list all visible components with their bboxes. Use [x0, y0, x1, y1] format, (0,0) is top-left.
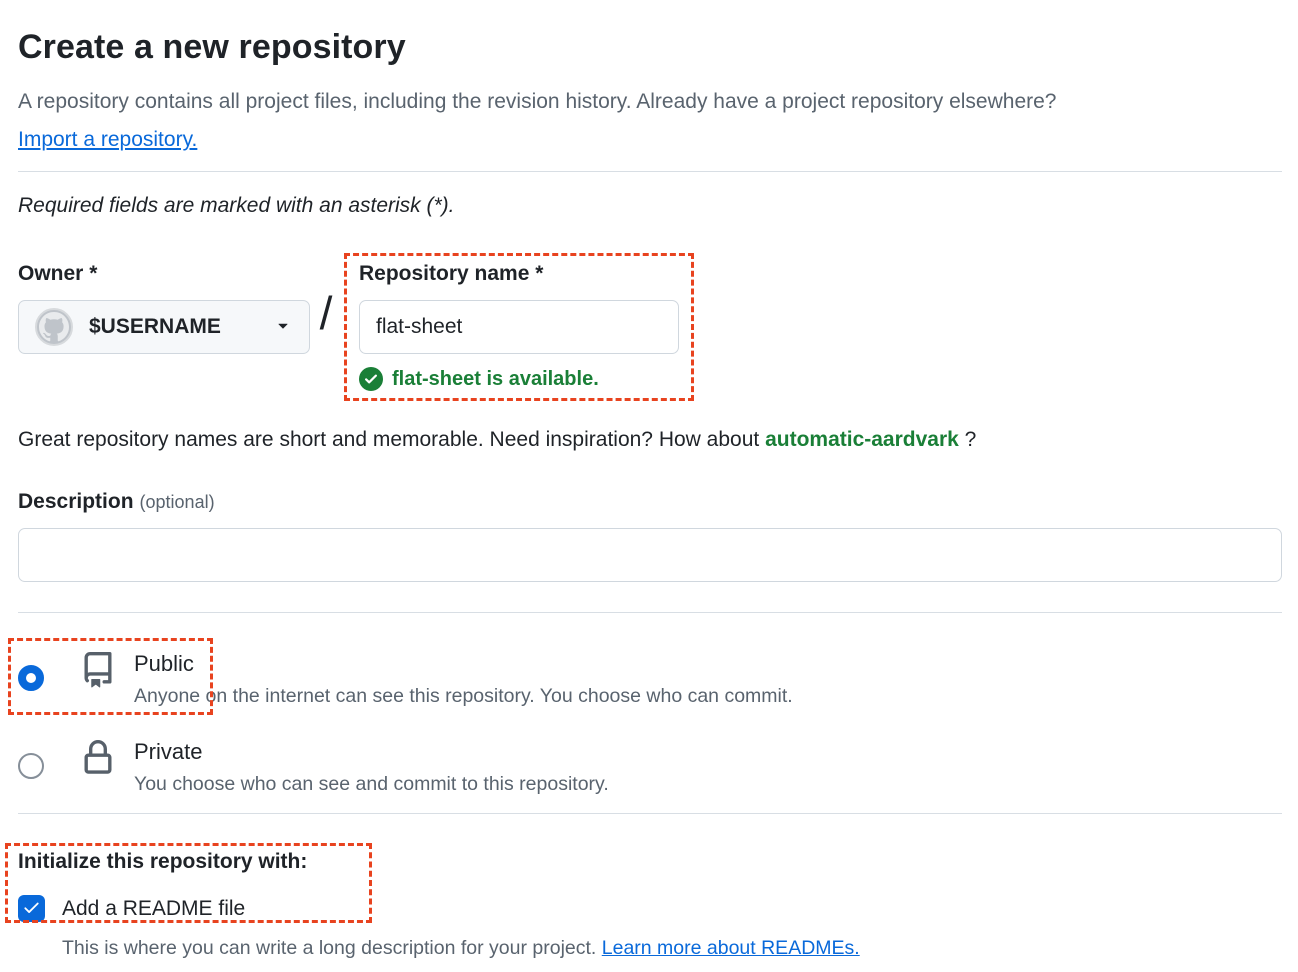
public-radio-col	[18, 649, 80, 691]
required-fields-note: Required fields are marked with an aster…	[18, 194, 455, 217]
owner-required-asterisk: *	[89, 262, 98, 285]
private-description: You choose who can see and commit to thi…	[134, 773, 609, 795]
owner-selected-value: $USERNAME	[89, 315, 221, 338]
owner-label: Owner *	[18, 262, 98, 285]
divider	[18, 813, 1282, 814]
private-radio[interactable]	[18, 753, 44, 779]
description-input[interactable]	[18, 528, 1282, 582]
lock-icon	[80, 737, 134, 781]
private-radio-col	[18, 737, 80, 779]
repo-name-annotation-box: Repository name * flat-sheet is availabl…	[344, 253, 694, 401]
description-label-row: Description(optional)	[18, 489, 1282, 515]
check-circle-icon	[359, 367, 383, 391]
availability-message: flat-sheet is available.	[359, 366, 679, 392]
owner-dropdown-button[interactable]: $USERNAME	[18, 300, 310, 354]
add-readme-label[interactable]: Add a README file	[62, 896, 246, 920]
private-label[interactable]: Private	[134, 739, 203, 764]
initialize-section: Initialize this repository with: Add a R…	[5, 843, 1282, 961]
chevron-down-icon	[273, 315, 293, 340]
public-label[interactable]: Public	[134, 651, 194, 676]
initialize-heading: Initialize this repository with:	[18, 850, 308, 873]
repo-book-icon	[80, 649, 134, 693]
owner-repo-separator: /	[319, 287, 333, 339]
page-title: Create a new repository	[18, 28, 406, 66]
repo-required-asterisk: *	[535, 262, 544, 285]
owner-field: Owner * $USERNAME	[18, 253, 310, 354]
public-description: Anyone on the internet can see this repo…	[134, 685, 793, 707]
description-label: Description	[18, 490, 134, 513]
repo-name-input[interactable]	[359, 300, 679, 354]
github-octocat-icon	[39, 312, 69, 342]
description-optional-note: (optional)	[139, 492, 215, 512]
name-suggestion-line: Great repository names are short and mem…	[18, 428, 977, 451]
intro-sentence: A repository contains all project files,…	[18, 90, 1057, 113]
suggested-repo-name: automatic-aardvark	[765, 428, 959, 451]
avatar	[35, 308, 73, 346]
divider	[18, 612, 1282, 613]
learn-more-readmes-link[interactable]: Learn more about READMEs.	[601, 937, 860, 959]
public-text-col: Public Anyone on the internet can see th…	[134, 649, 793, 709]
import-repository-link[interactable]: Import a repository.	[18, 128, 198, 151]
intro-text: A repository contains all project files,…	[18, 83, 1118, 159]
add-readme-checkbox[interactable]	[18, 895, 45, 922]
availability-text: flat-sheet is available.	[392, 367, 599, 390]
visibility-option-private: Private You choose who can see and commi…	[18, 737, 1282, 797]
readme-checkbox-row: Add a README file	[18, 895, 1282, 922]
checkmark-icon	[24, 902, 39, 913]
private-text-col: Private You choose who can see and commi…	[134, 737, 609, 797]
repo-name-label: Repository name *	[359, 262, 544, 285]
readme-hint: This is where you can write a long descr…	[62, 937, 860, 959]
owner-repo-row: Owner * $USERNAME / Repository name * fl…	[18, 253, 1282, 401]
public-radio[interactable]	[18, 665, 44, 691]
visibility-option-public: Public Anyone on the internet can see th…	[8, 638, 1282, 715]
divider	[18, 171, 1282, 172]
